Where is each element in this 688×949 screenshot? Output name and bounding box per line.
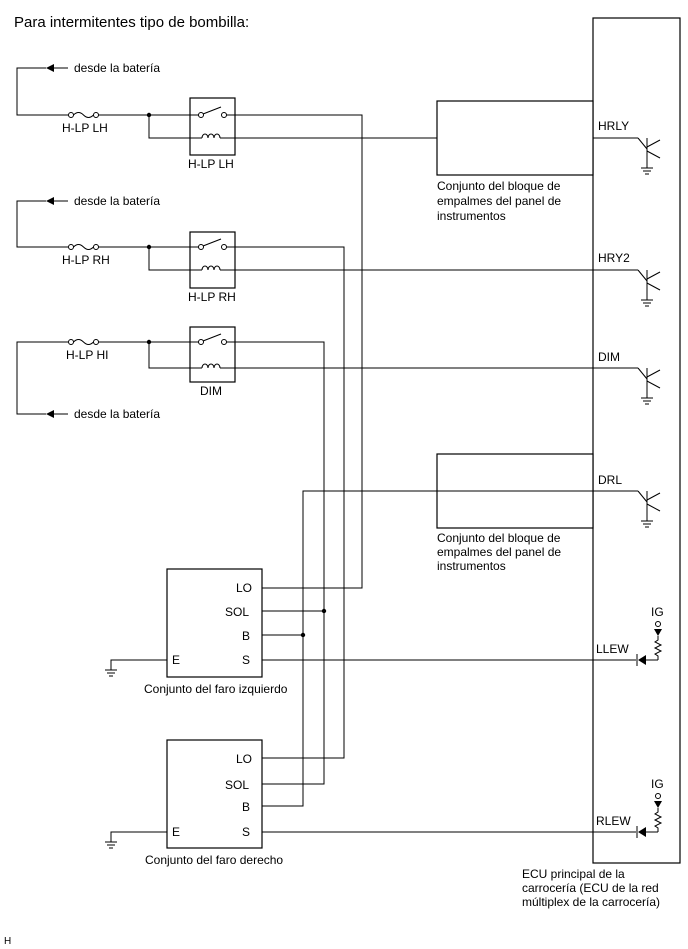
ecu-block [592,17,681,864]
battery-arrow-icon [46,197,54,205]
fuse-icon [68,112,99,118]
junction-dot [300,632,306,638]
headlight-left: LO SOL B S E Conjunto del faro izquierdo [105,568,636,696]
relay-label-dim: DIM [200,384,222,398]
svg-text:Conjunto del bloque de e: Conjunto del bloque de empalmes del pane… [437,531,564,573]
fuse-label-hlp-rh: H-LP RH [62,253,110,267]
relay-label-hlp-lh: H-LP LH [188,157,234,171]
transistor-icon [637,490,661,528]
pin-sol: SOL [225,778,249,792]
diode-icon [636,654,646,666]
circuit-drl: DRL [262,473,661,807]
junction-block-line: instrumentos [437,559,506,573]
pin-s: S [242,825,250,839]
headlight-left-label: Conjunto del faro izquierdo [144,682,288,696]
transistor-icon [637,137,661,175]
junction-block-lower: Conjunto del bloque de empalmes del pane… [436,453,594,573]
junction-block-line: Conjunto del bloque de [437,531,561,545]
headlight-right-label: Conjunto del faro derecho [145,853,283,867]
ecu-signal-drl: DRL [598,473,622,487]
ecu-signal-hry2: HRY2 [598,251,630,265]
diode-icon [636,826,646,838]
junction-block-line: empalmes del panel de [437,194,561,208]
pin-b: B [242,800,250,814]
coil-icon [201,133,221,139]
pin-s: S [242,653,250,667]
junction-block-line: instrumentos [437,209,506,223]
junction-block-line: empalmes del panel de [437,545,561,559]
pin-b: B [242,629,250,643]
relay-label-hlp-rh: H-LP RH [188,290,236,304]
fuse-label-hlp-lh: H-LP LH [62,121,108,135]
fuse-label-hlp-hi: H-LP HI [66,348,108,362]
pin-sol: SOL [225,605,249,619]
pin-e: E [172,653,180,667]
relay-dim [189,326,236,383]
circuit-llew: LLEW IG [596,605,664,666]
circuit-rlew: RLEW IG [596,777,664,838]
pin-lo: LO [236,581,252,595]
from-battery-label: desde la batería [74,407,160,421]
junction-dot [321,608,327,614]
ecu-label: ECU principal de la carrocería (ECU de l… [522,867,662,909]
coil-icon [201,363,221,369]
ig-terminal-icon [655,793,661,799]
transistor-icon [637,367,661,405]
ig-label: IG [651,777,664,791]
fuse-icon [68,339,99,345]
pin-e: E [172,825,180,839]
fuse-icon [68,244,99,250]
ground-icon [105,669,117,677]
circuit-hlp-lh: desde la batería H-LP LH H-LP LH HRLY [16,61,661,589]
ig-label: IG [651,605,664,619]
resistor-icon [653,636,663,660]
battery-arrow-icon [46,64,54,72]
resistor-icon [653,808,663,832]
from-battery-label: desde la batería [74,61,160,75]
circuit-dim: desde la batería H-LP HI DIM DIM [16,326,661,785]
ecu-signal-dim: DIM [598,350,620,364]
battery-arrow-icon [46,410,54,418]
transistor-icon [637,269,661,307]
svg-text:Conjunto del bloque de e: Conjunto del bloque de empalmes del pane… [437,179,564,223]
corner-mark: H [4,936,11,947]
headlight-right: LO SOL B S E Conjunto del faro derecho [105,739,636,867]
from-battery-label: desde la batería [74,194,160,208]
ecu-signal-llew: LLEW [596,642,629,656]
diagram-title: Para intermitentes tipo de bombilla: [14,14,249,31]
junction-block-upper: Conjunto del bloque de empalmes del pane… [436,100,594,223]
pin-lo: LO [236,752,252,766]
ig-terminal-icon [655,621,661,627]
junction-block-line: Conjunto del bloque de [437,179,561,193]
ecu-signal-hrly: HRLY [598,119,629,133]
relay-hlp-lh [189,97,236,156]
ecu-signal-rlew: RLEW [596,814,631,828]
ground-icon [105,841,117,849]
relay-hlp-rh [189,231,236,289]
coil-icon [201,265,221,271]
